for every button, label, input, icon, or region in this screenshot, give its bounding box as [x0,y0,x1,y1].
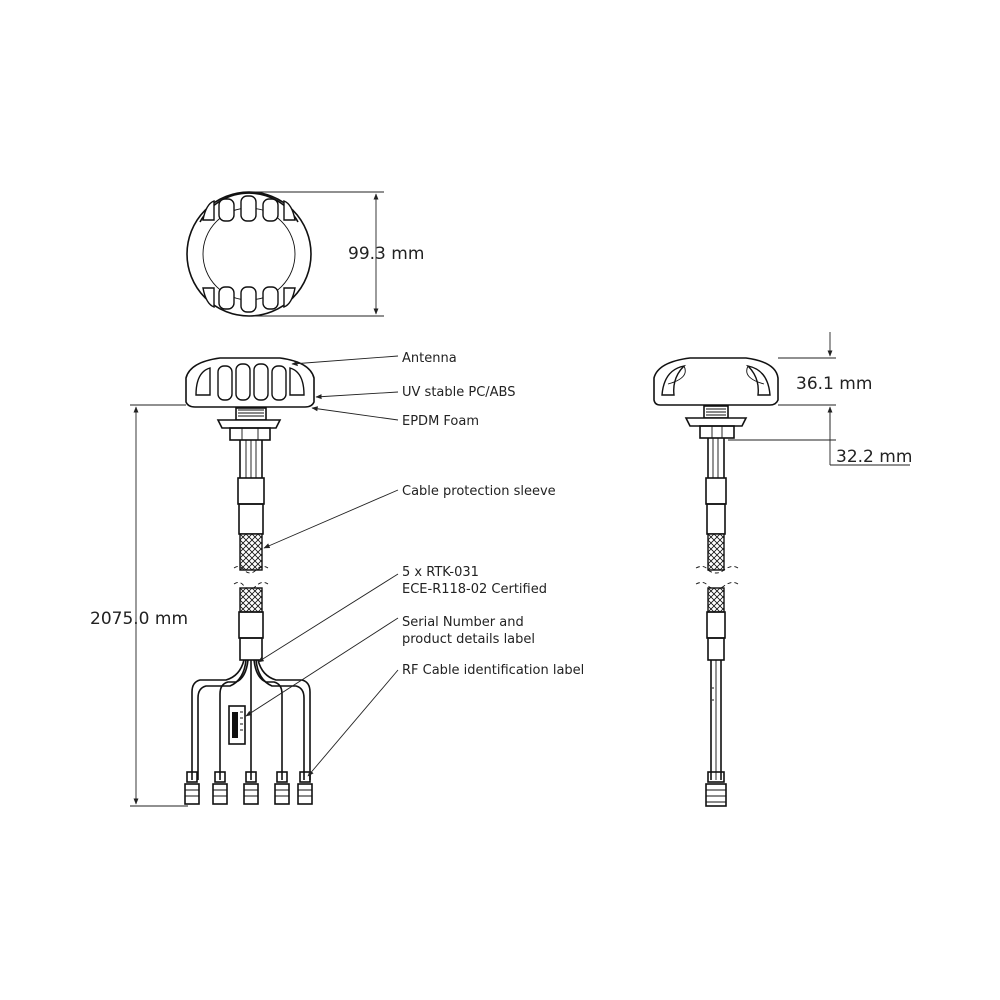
top-view-slots-upper [202,195,296,222]
top-view [186,191,384,317]
rf-connectors [184,771,313,805]
callout-antenna: Antenna [402,351,457,366]
leader-lines [245,355,399,777]
length-dimension: 2075.0 mm [90,609,188,629]
callout-rtk-line1: 5 x RTK-031 [402,565,479,580]
front-view [130,355,399,807]
side-view [653,332,910,807]
callout-serial-line1: Serial Number and [402,615,524,630]
front-housing-slots [195,363,305,401]
callout-serial-line2: product details label [402,632,535,647]
top-view-slots-lower [202,286,296,313]
callout-rf-label: RF Cable identification label [402,663,584,678]
breakout-cables [191,659,311,780]
height-dimension: 36.1 mm [796,374,872,394]
callout-rtk-line2: ECE-R118-02 Certified [402,582,547,597]
base-dimension: 32.2 mm [836,447,912,467]
callout-foam: EPDM Foam [402,414,479,429]
diameter-dimension: 99.3 mm [348,244,424,264]
callout-sleeve: Cable protection sleeve [402,484,556,499]
callout-housing: UV stable PC/ABS [402,385,516,400]
